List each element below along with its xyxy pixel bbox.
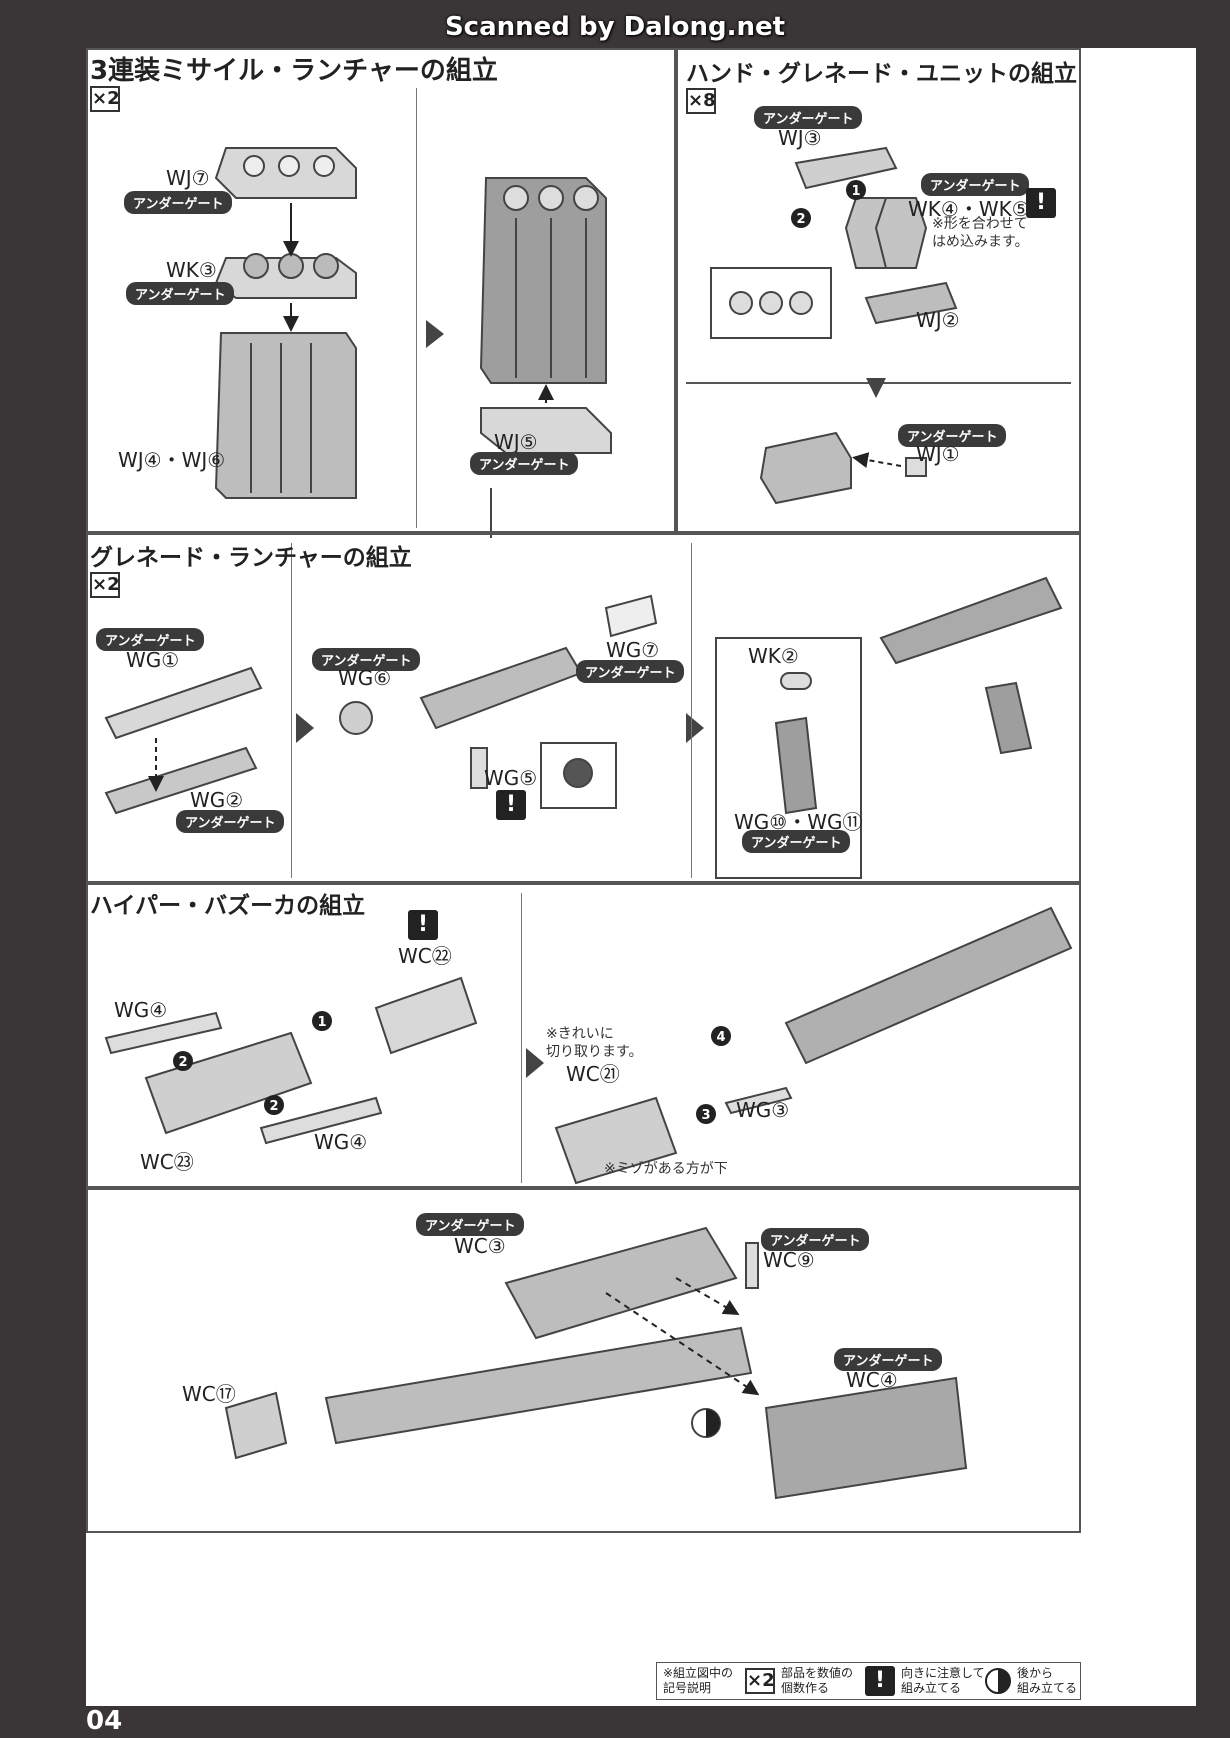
step-number-1-bazooka: 1 bbox=[317, 1015, 326, 1030]
wc17-muzzle bbox=[224, 1391, 288, 1460]
launcher-divider-1 bbox=[291, 543, 292, 878]
gate-tag-wc4: アンダーゲート bbox=[834, 1348, 943, 1371]
missile-multiplier-badge: ×2 bbox=[90, 86, 120, 112]
part-label-wj4-wj6: WJ④・WJ⑥ bbox=[118, 448, 226, 472]
wj2-holder-part bbox=[864, 281, 958, 325]
legend-warning-symbol: ! bbox=[865, 1666, 895, 1696]
wg1-barrel-part bbox=[104, 666, 263, 740]
grenade-launcher-section-title: グレネード・ランチャーの組立 bbox=[90, 545, 412, 571]
gate-tag-wc9: アンダーゲート bbox=[761, 1228, 870, 1251]
page-number: 04 bbox=[86, 1706, 123, 1736]
grenade-fit-note: ※形を合わせて はめ込みます。 bbox=[932, 216, 1029, 250]
wc22-orientation-warning-icon: ! bbox=[408, 910, 438, 940]
gate-tag-wg6: アンダーゲート bbox=[312, 648, 421, 671]
instruction-page: 1 2 1 2 2 3 4 3連装ミサイル・ランチャーの組立 ×2 WJ⑦ アン… bbox=[86, 48, 1196, 1706]
bazooka-assembly-section-frame bbox=[86, 1188, 1081, 1533]
part-label-wc9: WC⑨ bbox=[763, 1248, 815, 1272]
assembled-missile-pod bbox=[479, 177, 607, 384]
wj3-holder-part bbox=[794, 146, 898, 190]
part-label-wc23: WC㉓ bbox=[140, 1150, 194, 1174]
legend-multiplier-text: 部品を数値の 個数作る bbox=[781, 1666, 854, 1695]
part-label-wc3: WC③ bbox=[454, 1234, 506, 1258]
wc3-bazooka-sight bbox=[504, 1226, 738, 1340]
part-label-wj5: WJ⑤ bbox=[494, 430, 538, 454]
part-label-wg7: WG⑦ bbox=[606, 638, 660, 662]
grenade-launcher-section-frame bbox=[86, 533, 1081, 883]
part-label-wk2: WK② bbox=[748, 644, 799, 668]
bazooka-main-barrel bbox=[324, 1326, 753, 1445]
assembled-bazooka-barrel bbox=[784, 906, 1073, 1065]
gate-tag-wg7: アンダーゲート bbox=[576, 660, 685, 683]
grenade-unit-multiplier-badge: ×8 bbox=[686, 88, 716, 114]
wg5-orientation-warning-icon: ! bbox=[496, 790, 526, 820]
assembly-diagram-art: 1 2 1 2 2 3 4 bbox=[104, 146, 1073, 1500]
part-label-wj3: WJ③ bbox=[778, 126, 822, 150]
step-number-1-grenade: 1 bbox=[851, 184, 860, 199]
gate-tag-wg2: アンダーゲート bbox=[176, 810, 285, 833]
orientation-warning-icon: ! bbox=[1026, 188, 1056, 218]
part-label-wj1: WJ① bbox=[916, 442, 960, 466]
gate-tag-wj3: アンダーゲート bbox=[754, 106, 863, 129]
part-label-wg5: WG⑤ bbox=[484, 766, 538, 790]
assembled-grenade-launcher bbox=[879, 576, 1063, 665]
part-label-wj7: WJ⑦ bbox=[166, 166, 210, 190]
gate-tag-wj7: アンダーゲート bbox=[124, 191, 233, 214]
wc23-bazooka-rear bbox=[144, 1031, 313, 1135]
step-number-4-bazooka: 4 bbox=[716, 1030, 725, 1045]
grenade-launcher-multiplier-badge: ×2 bbox=[90, 572, 120, 598]
step-number-2b-bazooka: 2 bbox=[269, 1099, 278, 1114]
wc4-bazooka-body bbox=[764, 1376, 968, 1500]
part-label-wg2: WG② bbox=[190, 788, 244, 812]
wg2-body-part bbox=[104, 746, 258, 815]
gate-tag-wc3: アンダーゲート bbox=[416, 1213, 525, 1236]
missile-section-divider bbox=[416, 88, 417, 528]
wc22-bazooka-grip bbox=[374, 976, 478, 1055]
legend-title: ※組立図中の 記号説明 bbox=[663, 1666, 734, 1695]
wg10-wg11-magazine bbox=[774, 716, 818, 815]
step-number-2-grenade: 2 bbox=[796, 212, 805, 227]
missile-section-frame bbox=[86, 48, 676, 533]
clean-cut-note: ※きれいに 切り取ります。 bbox=[546, 1026, 643, 1060]
part-label-wc4: WC④ bbox=[846, 1368, 898, 1392]
part-label-wc17: WC⑰ bbox=[182, 1382, 236, 1406]
bazooka-section-title: ハイパー・バズーカの組立 bbox=[90, 893, 366, 919]
step-number-3-bazooka: 3 bbox=[701, 1108, 710, 1123]
part-label-wk4-wk5: WK④・WK⑤ bbox=[908, 197, 1030, 221]
legend-back-assembly-icon bbox=[985, 1668, 1011, 1694]
wc21-bazooka-front bbox=[554, 1096, 678, 1185]
part-label-wk3: WK③ bbox=[166, 258, 217, 282]
legend-multiplier-symbol: ×2 bbox=[745, 1668, 775, 1694]
bazooka-divider bbox=[521, 893, 522, 1183]
wj1-grenade-set bbox=[759, 431, 852, 505]
gate-tag-wk3: アンダーゲート bbox=[126, 282, 235, 305]
gate-tag-wk4-wk5: アンダーゲート bbox=[921, 173, 1030, 196]
part-label-wc21: WC㉑ bbox=[566, 1062, 620, 1086]
symbol-legend: ※組立図中の 記号説明 ×2 部品を数値の 個数作る ! 向きに注意して 組み立… bbox=[656, 1662, 1081, 1700]
gate-tag-wj5: アンダーゲート bbox=[470, 452, 579, 475]
scan-credit-watermark: Scanned by Dalong.net bbox=[444, 12, 786, 42]
bazooka-section-frame bbox=[86, 883, 1081, 1188]
part-label-wg3: WG③ bbox=[736, 1098, 790, 1122]
missile-section-title: 3連装ミサイル・ランチャーの組立 bbox=[90, 56, 498, 86]
part-label-wj2: WJ② bbox=[916, 308, 960, 332]
grenade-unit-section-title: ハンド・グレネード・ユニットの組立 bbox=[686, 61, 1077, 87]
part-label-wg4-lower: WG④ bbox=[314, 1130, 368, 1154]
part-label-wg1: WG① bbox=[126, 648, 180, 672]
wj5-base-part bbox=[480, 407, 612, 454]
gate-tag-wg1: アンダーゲート bbox=[96, 628, 205, 651]
part-label-wg6: WG⑥ bbox=[338, 666, 392, 690]
step-number-2a-bazooka: 2 bbox=[178, 1055, 187, 1070]
legend-back-text: 後から 組み立てる bbox=[1017, 1666, 1078, 1695]
launcher-divider-2 bbox=[691, 543, 692, 878]
part-label-wg4-upper: WG④ bbox=[114, 998, 168, 1022]
part-label-wc22: WC㉒ bbox=[398, 944, 452, 968]
grenade-unit-section-frame bbox=[676, 48, 1081, 533]
gate-tag-wj1: アンダーゲート bbox=[898, 424, 1007, 447]
groove-down-note: ※ミゾがある方が下 bbox=[604, 1161, 728, 1177]
gate-tag-wg10-wg11: アンダーゲート bbox=[742, 830, 851, 853]
legend-warning-text: 向きに注意して 組み立てる bbox=[901, 1666, 985, 1695]
